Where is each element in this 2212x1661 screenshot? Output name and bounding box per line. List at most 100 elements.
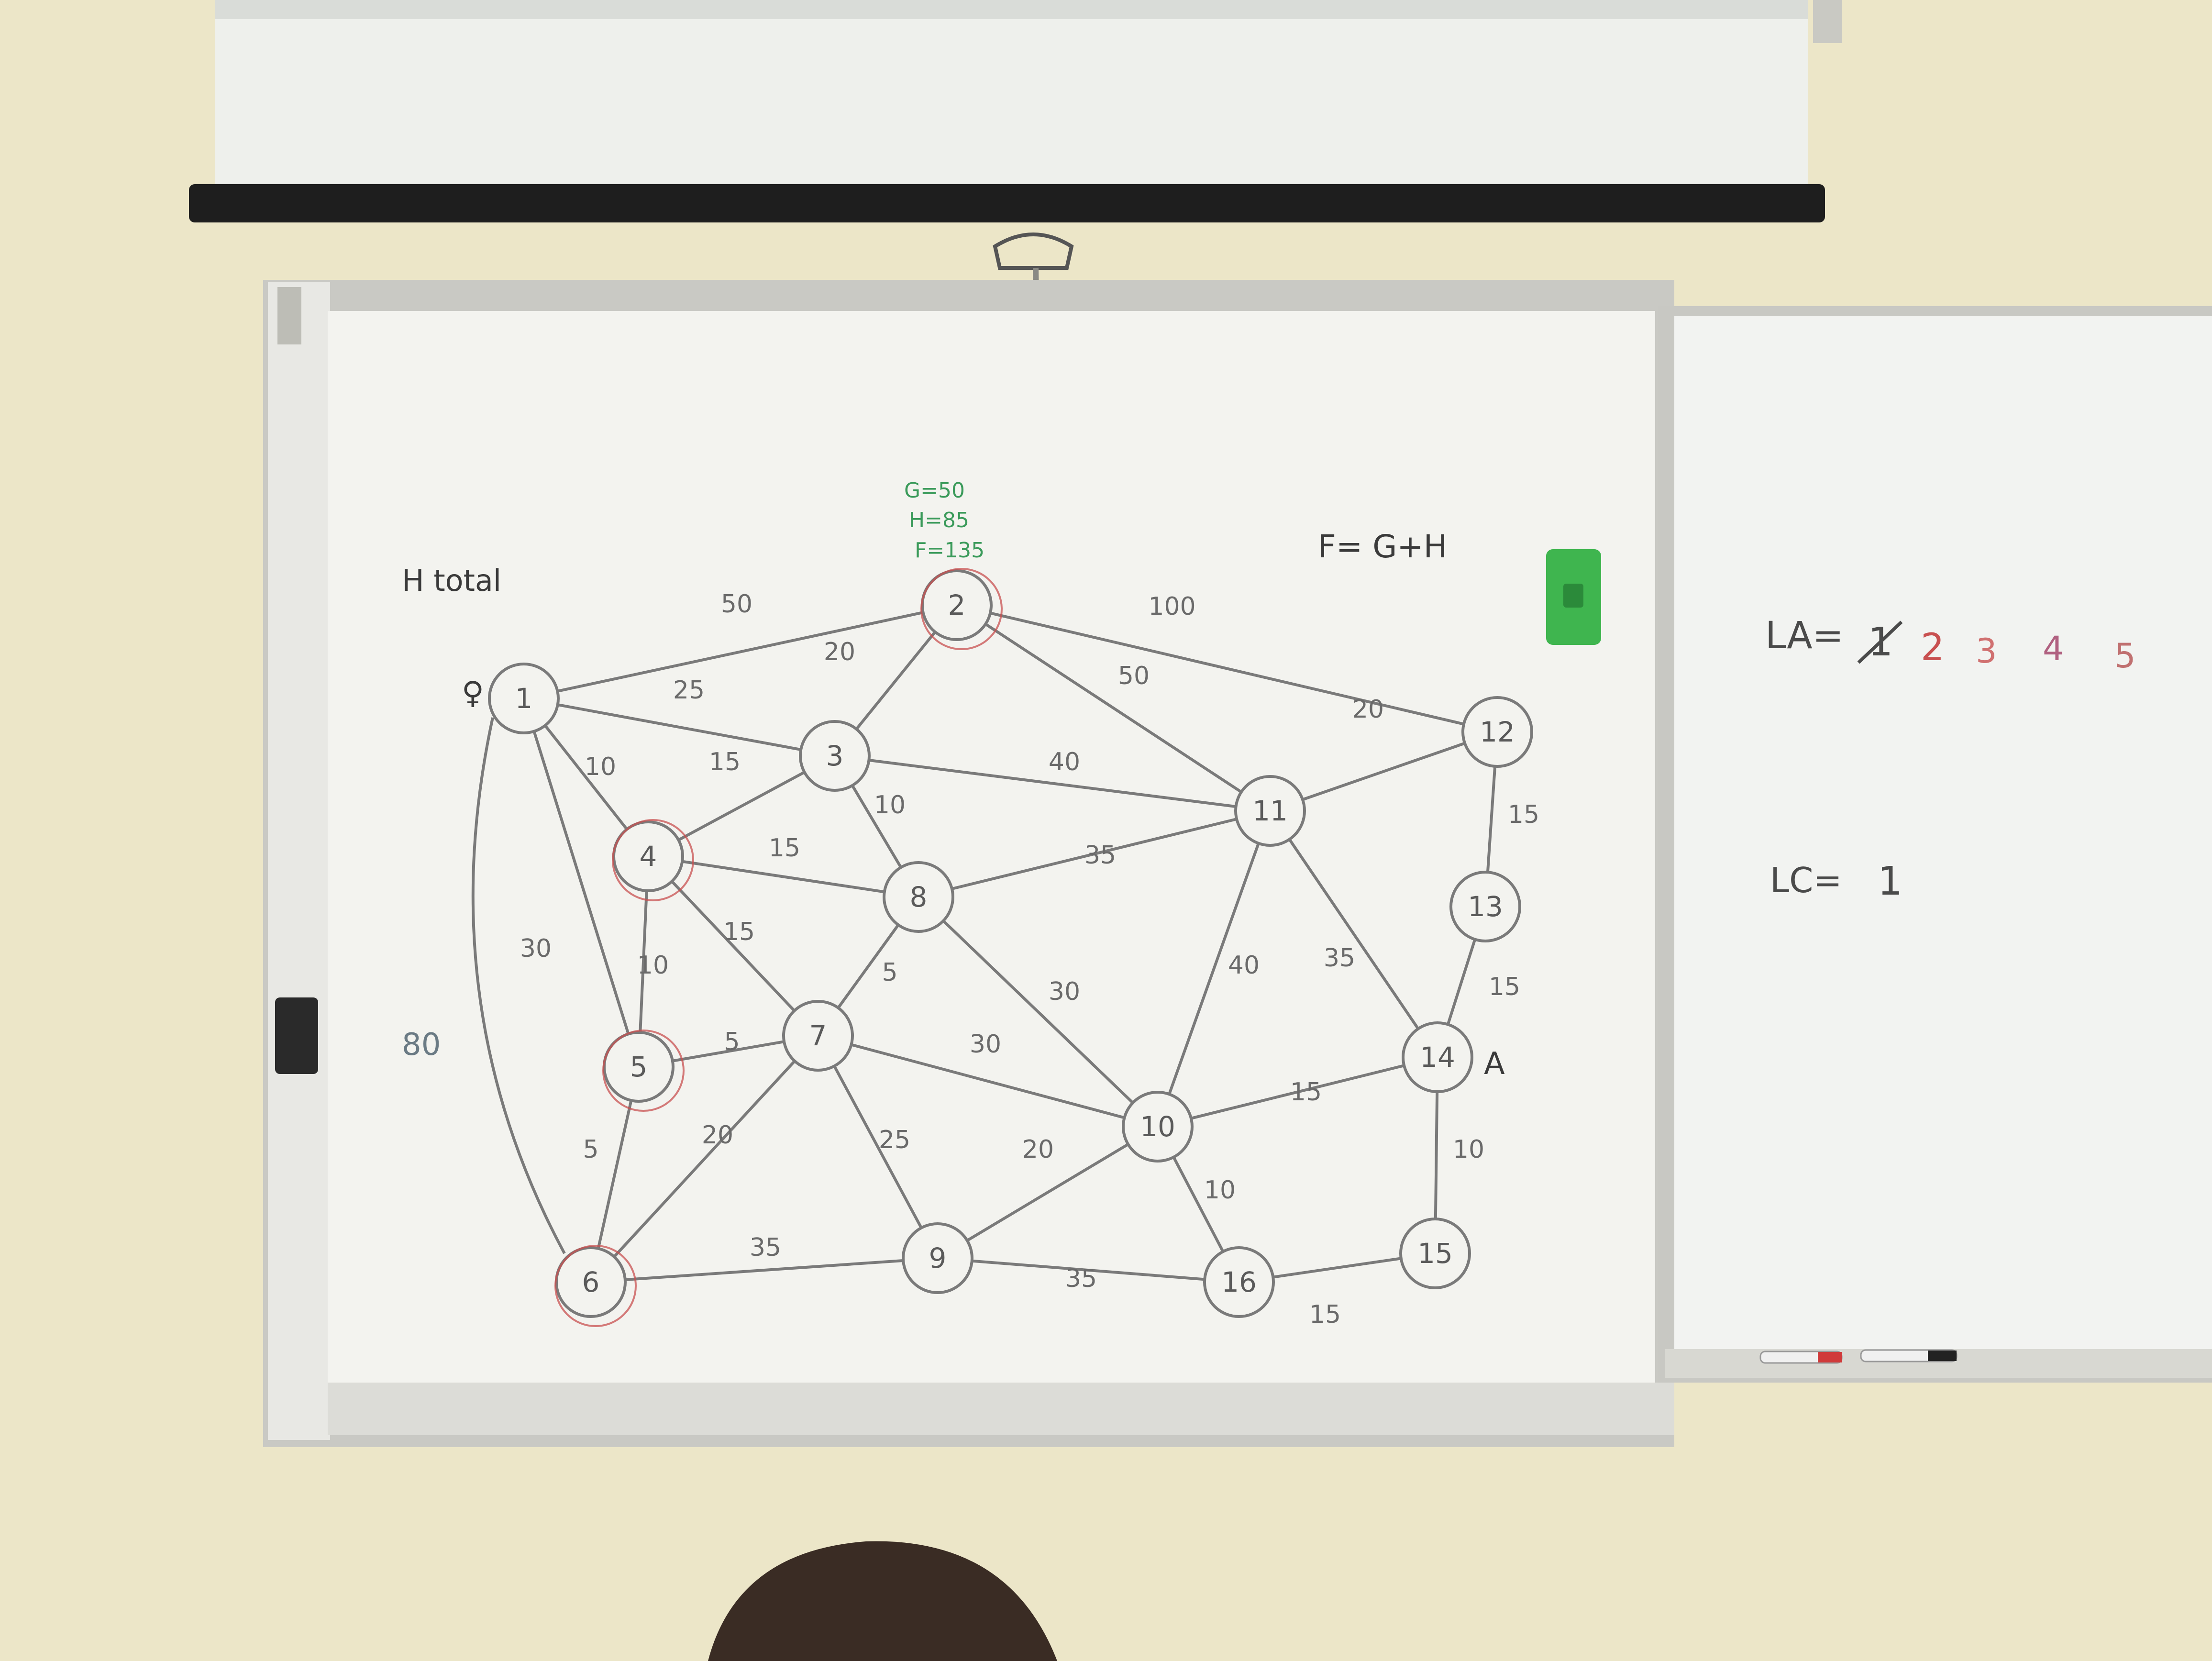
- edge-weight-2-3: 20: [824, 638, 855, 666]
- goal-symbol: A: [1484, 1046, 1505, 1082]
- graph-edge-1-3: [557, 703, 801, 751]
- edge-weight-4-7: 15: [723, 918, 755, 946]
- edge-weight-13-14: 15: [1489, 973, 1520, 1001]
- la-item-2: 2: [1921, 626, 1945, 669]
- start-symbol: ♀: [462, 675, 484, 711]
- graph-edge-5-7: [672, 1040, 785, 1063]
- graph-edge-9-16: [972, 1259, 1205, 1281]
- graph-edge-2-3: [855, 631, 937, 730]
- graph-edge-4-7: [671, 880, 796, 1012]
- edge-weight-1-2: 50: [721, 590, 752, 619]
- graph-node-14: [1402, 1021, 1473, 1093]
- graph-edge-1-5: [532, 731, 630, 1035]
- graph-edge-10-16: [1172, 1156, 1225, 1252]
- graph-node-15: [1399, 1218, 1471, 1289]
- graph-edge-4-5: [639, 890, 648, 1033]
- graph-node-11: [1234, 775, 1306, 847]
- edge-weight-12-13: 15: [1508, 800, 1539, 829]
- graph-node-9: [902, 1222, 973, 1294]
- graph-edge-13-14: [1446, 939, 1477, 1025]
- graph-edge-10-14: [1191, 1064, 1405, 1120]
- node2-annotation-f: F=135: [915, 538, 984, 563]
- lc-value: 1: [1878, 859, 1902, 904]
- graph-node-16: [1203, 1246, 1275, 1318]
- graph-edge-11-14: [1288, 838, 1420, 1030]
- left-board-annotations: H total F= G+H G=50 H=85 F=135 ♀ A 80: [402, 478, 1505, 1082]
- edge-weight-14-15: 10: [1453, 1135, 1484, 1164]
- edge-weight-3-11: 40: [1049, 748, 1080, 776]
- side-label-80: 80: [402, 1027, 441, 1063]
- graph-node-label-15: 15: [1417, 1237, 1453, 1270]
- node2-annotation-h: H=85: [909, 508, 969, 532]
- graph-node-3: [799, 720, 871, 792]
- graph-node-label-1: 1: [515, 682, 533, 715]
- edge-weight-8-11: 35: [1084, 841, 1116, 870]
- edge-weight-1-3: 25: [673, 676, 705, 705]
- graph-node-6-visited-ring: [554, 1245, 637, 1327]
- graph-node-label-16: 16: [1221, 1266, 1257, 1298]
- edge-weight-6-9: 35: [750, 1233, 781, 1262]
- edge-weight-3-4: 15: [709, 748, 741, 776]
- graph-edge-16-15: [1272, 1257, 1402, 1279]
- graph-node-label-5: 5: [630, 1051, 648, 1083]
- eraser: [1546, 549, 1601, 645]
- projector-screen: [189, 0, 1842, 651]
- graph-edge-11-12: [1302, 742, 1465, 801]
- graph-node-label-4: 4: [640, 840, 657, 873]
- graph-edge-6-9: [625, 1259, 904, 1282]
- whiteboard-right: [1658, 306, 2212, 1383]
- graph-node-label-3: 3: [826, 740, 844, 772]
- graph-edge-2-11: [984, 623, 1242, 793]
- la-label: LA=: [1765, 614, 1844, 657]
- edge-weight-1-5: 30: [520, 934, 552, 963]
- graph-edge-7-10: [851, 1043, 1125, 1119]
- graph-node-8: [883, 861, 954, 933]
- edge-weight-5-7: 5: [724, 1028, 740, 1056]
- edge-weight-1-4: 10: [585, 753, 616, 781]
- graph-edge-3-11: [869, 759, 1236, 808]
- graph-edge-5-6: [597, 1100, 633, 1249]
- graph-edge-1-6-curve: [471, 717, 566, 1254]
- node2-annotation-g: G=50: [904, 478, 965, 503]
- h-total-label: H total: [402, 563, 501, 598]
- lc-label: LC=: [1770, 860, 1842, 900]
- graph-node-label-7: 7: [809, 1019, 827, 1052]
- graph-node-5-visited-ring: [602, 1030, 685, 1112]
- graph-node-label-9: 9: [929, 1242, 947, 1274]
- graph-edge-2-12: [990, 611, 1464, 726]
- edge-weight-6-7: 20: [702, 1121, 733, 1150]
- graph-node-label-10: 10: [1140, 1110, 1175, 1143]
- graph-edge-9-10: [966, 1143, 1129, 1242]
- edge-weight-9-16: 35: [1065, 1264, 1097, 1293]
- graph-node-label-2: 2: [948, 589, 966, 621]
- graph-edge-8-11: [951, 818, 1237, 890]
- edge-weight-8-7: 5: [882, 958, 897, 987]
- edge-weight-10-11: 40: [1228, 951, 1260, 980]
- la-item-5: 5: [2114, 636, 2136, 675]
- graph-node-label-14: 14: [1420, 1041, 1455, 1074]
- graph-node-7: [782, 1000, 854, 1072]
- graph-edge-10-11: [1168, 842, 1260, 1095]
- edge-weight-9-10: 20: [1022, 1135, 1054, 1164]
- edge-weight-16-15: 15: [1309, 1300, 1341, 1329]
- graph-node-4-visited-ring: [612, 819, 694, 901]
- graph-edge-8-7: [837, 924, 900, 1009]
- graph-node-12: [1461, 696, 1533, 768]
- edge-weight-11-12: 20: [1352, 695, 1384, 724]
- la-item-4: 4: [2043, 629, 2064, 668]
- graph-node-label-12: 12: [1480, 716, 1515, 748]
- edge-weight-7-10: 30: [970, 1030, 1001, 1059]
- graph-edge-6-7: [613, 1060, 796, 1258]
- marker-tray-markers: [1759, 1349, 1958, 1364]
- whiteboard-left: [263, 280, 1674, 1447]
- la-item-1-strike: [1857, 620, 1903, 664]
- graph-node-label-6: 6: [582, 1266, 600, 1298]
- graph-node-1: [488, 663, 560, 734]
- graph-node-2-visited-ring: [920, 568, 1003, 650]
- edge-weight-3-8: 10: [874, 791, 906, 819]
- graph-edge-8-10: [942, 919, 1134, 1104]
- edge-weight-7-9: 25: [879, 1126, 910, 1154]
- graph-node-10: [1122, 1091, 1194, 1163]
- graph-edge-12-13: [1486, 766, 1497, 873]
